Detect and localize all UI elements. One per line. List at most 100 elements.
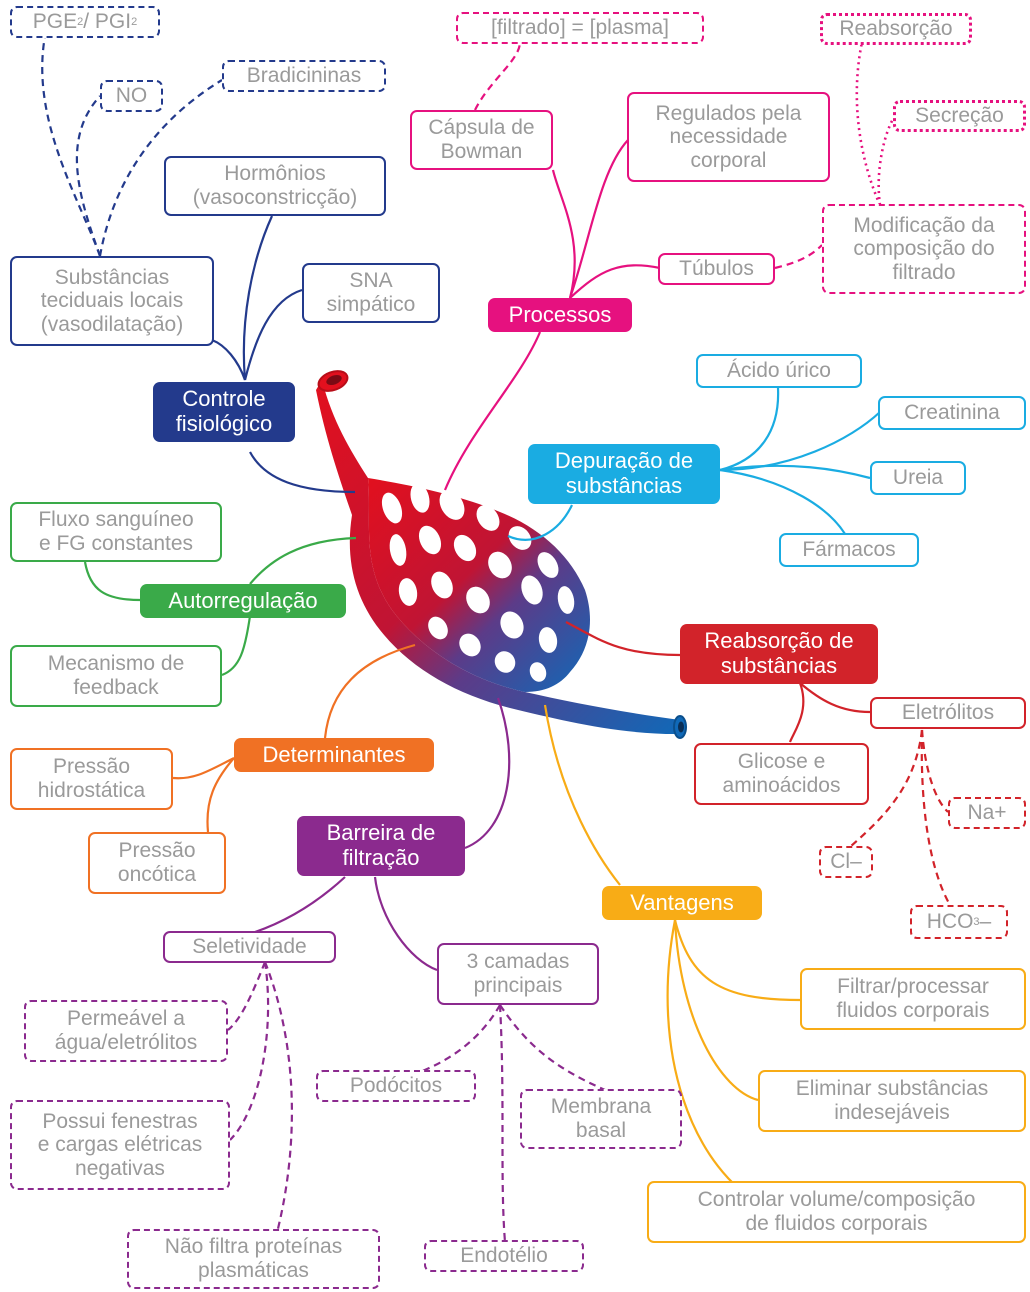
processos-connectors — [443, 41, 897, 491]
hco-subscript: 3 — [973, 915, 980, 928]
glicose-label: Glicose e aminoácidos — [722, 750, 841, 797]
pge-subscript: 2 — [77, 15, 84, 28]
hub-reabsorcao-label: Reabsorção de substâncias — [704, 628, 854, 678]
secrecao-label: Secreção — [915, 104, 1004, 128]
oncotica-label: Pressão oncótica — [117, 839, 197, 886]
hub-determinantes: Determinantes — [234, 738, 434, 772]
hco-charge: – — [979, 910, 992, 934]
node-sna: SNA simpático — [302, 263, 440, 323]
node-capsula-bowman: Cápsula de Bowman — [410, 110, 553, 170]
hub-processos: Processos — [488, 298, 632, 332]
hub-depuracao: Depuração de substâncias — [528, 444, 720, 504]
node-acido-urico: Ácido úrico — [696, 354, 862, 388]
pgi-subscript: 2 — [131, 15, 138, 28]
no-label: NO — [115, 84, 148, 108]
hub-barreira: Barreira de filtração — [297, 816, 465, 876]
node-podocitos: Podócitos — [316, 1070, 476, 1102]
hub-determinantes-label: Determinantes — [262, 741, 406, 767]
node-nao-filtra: Não filtra proteínas plasmáticas — [127, 1229, 380, 1289]
hub-autorregulacao-label: Autorregulação — [168, 587, 318, 613]
node-seletividade: Seletividade — [163, 931, 336, 963]
node-farmacos: Fármacos — [779, 533, 919, 567]
node-filtrado-plasma: [filtrado] = [plasma] — [456, 12, 704, 44]
hub-processos-label: Processos — [508, 301, 612, 327]
sna-label: SNA simpático — [326, 269, 416, 316]
fenestras-label: Possui fenestras e cargas elétricas nega… — [37, 1109, 203, 1180]
node-eliminar: Eliminar substâncias indesejáveis — [758, 1070, 1026, 1132]
hidrostatica-label: Pressão hidrostática — [37, 755, 146, 802]
capsula-label: Cápsula de Bowman — [428, 116, 535, 163]
node-eletrolitos: Eletrólitos — [870, 697, 1026, 729]
node-hormonios: Hormônios (vasoconstricção) — [164, 156, 386, 216]
node-secrecao: Secreção — [893, 100, 1026, 132]
autorregulacao-connectors — [83, 536, 357, 677]
node-permeavel: Permeável a água/eletrólitos — [24, 1000, 228, 1062]
node-ureia: Ureia — [870, 461, 966, 495]
endotelio-label: Endotélio — [460, 1244, 548, 1268]
node-no: NO — [100, 80, 163, 112]
ureia-label: Ureia — [892, 466, 944, 490]
node-modificacao: Modificação da composição do filtrado — [822, 204, 1026, 294]
farmacos-label: Fármacos — [802, 538, 896, 562]
node-3-camadas: 3 camadas principais — [437, 943, 599, 1005]
podocitos-label: Podócitos — [349, 1074, 443, 1098]
na-label: Na+ — [967, 801, 1007, 825]
glomerulus-vessel-illustration — [316, 370, 687, 739]
node-pressao-hidrostatica: Pressão hidrostática — [10, 748, 173, 810]
node-creatinina: Creatinina — [878, 396, 1026, 430]
hub-controle-fisiologico: Controle fisiológico — [153, 382, 295, 442]
hub-vantagens: Vantagens — [602, 886, 762, 920]
node-bradicininas: Bradicininas — [222, 60, 386, 92]
pge-label: PGE — [32, 10, 78, 34]
modificacao-label: Modificação da composição do filtrado — [853, 213, 995, 284]
node-regulados: Regulados pela necessidade corporal — [627, 92, 830, 182]
acido-label: Ácido úrico — [727, 359, 831, 383]
hormonios-label: Hormônios (vasoconstricção) — [192, 162, 358, 209]
regulados-label: Regulados pela necessidade corporal — [655, 101, 802, 172]
node-reabsorcao-processo: Reabsorção — [820, 13, 972, 45]
node-filtrar: Filtrar/processar fluidos corporais — [800, 968, 1026, 1030]
camadas-label: 3 camadas principais — [466, 950, 570, 997]
nao-filtra-label: Não filtra proteínas plasmáticas — [164, 1235, 343, 1282]
controle-connectors — [41, 35, 356, 494]
node-substancias-teciduais: Substâncias teciduais locais (vasodilata… — [10, 256, 214, 346]
creatinina-label: Creatinina — [904, 401, 1000, 425]
hub-controle-label: Controle fisiológico — [175, 386, 273, 436]
reabsorcao-connectors — [565, 621, 951, 906]
cl-label: Cl– — [830, 850, 862, 874]
determinantes-connectors — [172, 643, 416, 833]
node-pressao-oncotica: Pressão oncótica — [88, 832, 226, 894]
hub-autorregulacao: Autorregulação — [140, 584, 346, 618]
eletrolitos-label: Eletrólitos — [901, 701, 995, 725]
depuracao-connectors — [507, 387, 881, 541]
seletividade-label: Seletividade — [192, 935, 307, 959]
hub-reabsorcao: Reabsorção de substâncias — [680, 624, 878, 684]
fluxo-label: Fluxo sanguíneo e FG constantes — [38, 508, 194, 555]
pgi-label: / PGI — [83, 10, 132, 34]
hco-label: HCO — [926, 910, 974, 934]
bradicininas-label: Bradicininas — [246, 64, 362, 88]
node-fluxo-sanguineo: Fluxo sanguíneo e FG constantes — [10, 502, 222, 562]
controlar-label: Controlar volume/composição de fluidos c… — [697, 1188, 976, 1235]
substancias-label: Substâncias teciduais locais (vasodilata… — [40, 265, 184, 336]
node-controlar: Controlar volume/composição de fluidos c… — [647, 1181, 1026, 1243]
filtrado-label: [filtrado] = [plasma] — [491, 16, 669, 40]
reabsorcao-processo-label: Reabsorção — [839, 17, 953, 41]
hub-vantagens-label: Vantagens — [630, 889, 734, 915]
permeavel-label: Permeável a água/eletrólitos — [54, 1007, 198, 1054]
node-glicose: Glicose e aminoácidos — [694, 743, 869, 805]
tubulos-label: Túbulos — [679, 257, 754, 281]
node-membrana-basal: Membrana basal — [520, 1089, 682, 1149]
node-mecanismo-feedback: Mecanismo de feedback — [10, 645, 222, 707]
filtrar-label: Filtrar/processar fluidos corporais — [836, 975, 990, 1022]
node-endotelio: Endotélio — [424, 1240, 584, 1272]
node-tubulos: Túbulos — [658, 253, 775, 285]
node-fenestras: Possui fenestras e cargas elétricas nega… — [10, 1100, 230, 1190]
hub-depuracao-label: Depuração de substâncias — [554, 448, 694, 498]
barreira-connectors — [227, 697, 606, 1259]
mecanismo-label: Mecanismo de feedback — [47, 652, 185, 699]
